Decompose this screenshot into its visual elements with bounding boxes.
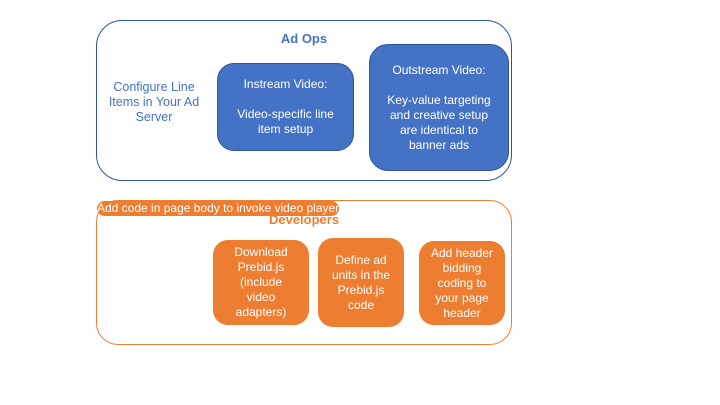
- instream-video-box: Instream Video: Video-specific line item…: [217, 63, 354, 151]
- developers-step-add-header-bidding-label: Add header bidding coding to your page h…: [430, 245, 494, 320]
- outstream-video-box-title: Outstream Video:: [392, 62, 486, 77]
- developers-step-define-ad-units: Define ad units in the Prebid.js code: [318, 238, 404, 327]
- developers-step-add-page-body-code-label: Add code in page body to invoke video pl…: [97, 201, 340, 215]
- developers-step-download-prebid-label: Download Prebid.js (include video adapte…: [234, 245, 288, 319]
- instream-video-box-body: Video-specific line item setup: [237, 107, 334, 136]
- developers-step-download-prebid: Download Prebid.js (include video adapte…: [213, 240, 309, 325]
- developers-step-add-page-body-code: Add code in page body to invoke video pl…: [97, 201, 340, 216]
- developers-step-add-header-bidding: Add header bidding coding to your page h…: [419, 241, 505, 325]
- outstream-video-box-body: Key-value targeting and creative setup a…: [387, 92, 491, 152]
- developers-group: Developers Download Prebid.js (include v…: [96, 200, 512, 345]
- instream-video-box-title: Instream Video:: [243, 77, 328, 91]
- developers-step-define-ad-units-label: Define ad units in the Prebid.js code: [331, 252, 391, 312]
- ad-ops-group-title: Ad Ops: [280, 31, 328, 46]
- outstream-video-box: Outstream Video: Key-value targeting and…: [369, 44, 509, 171]
- ad-ops-group: Ad Ops Configure Line Items in Your Ad S…: [96, 20, 512, 181]
- ad-ops-side-note: Configure Line Items in Your Ad Server: [108, 80, 200, 124]
